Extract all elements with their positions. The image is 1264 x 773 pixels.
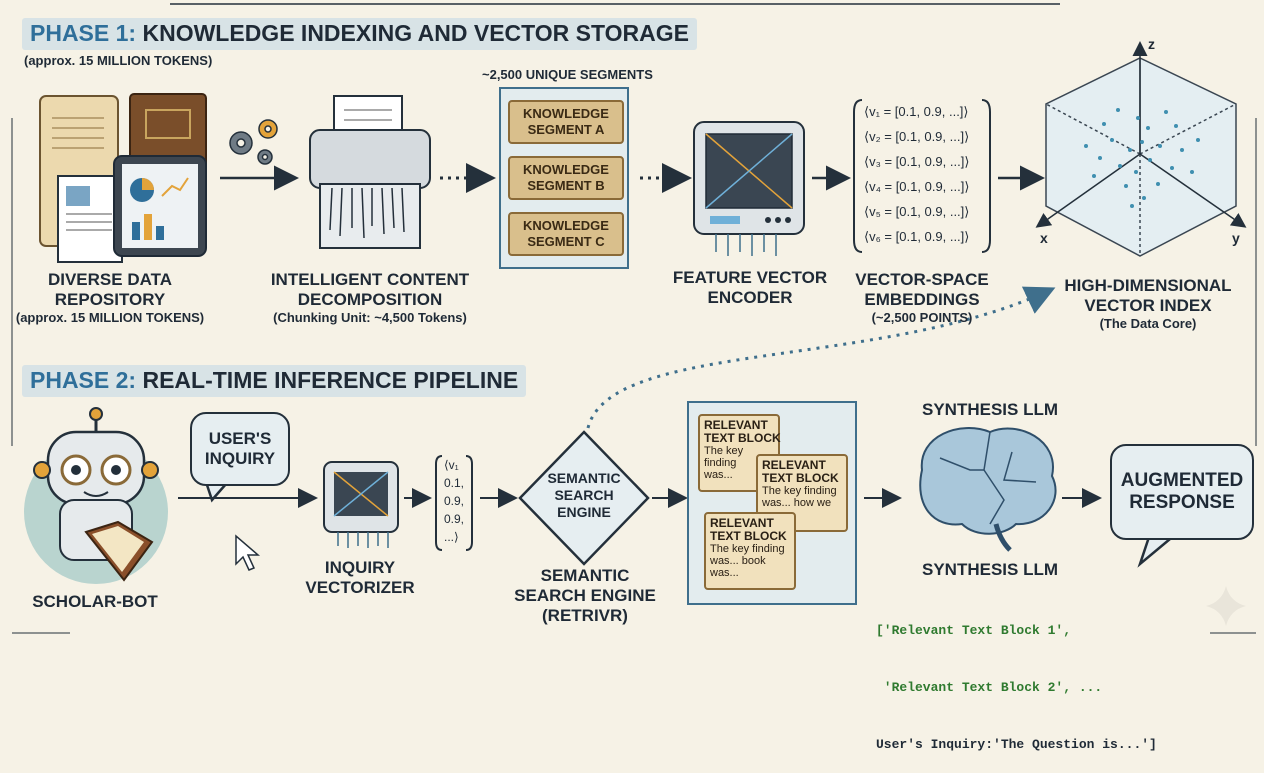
vector-index-title-line2: VECTOR INDEX — [1084, 296, 1212, 316]
scholar-bot-label: SCHOLAR-BOT — [20, 592, 170, 612]
decomposition-subtitle: (Chunking Unit: ~4,500 Tokens) — [273, 310, 467, 326]
vectorizer-icon — [323, 461, 399, 548]
vector-index-title-line1: HIGH-DIMENSIONAL — [1064, 276, 1232, 295]
vector-cube-icon — [1035, 41, 1247, 257]
knowledge-segment-c: KNOWLEDGE SEGMENT C — [508, 212, 624, 256]
repository-title-line1: DIVERSE DATA — [47, 270, 173, 289]
shredder-icon — [309, 95, 431, 249]
embedding-v2: ⟨v₂ = [0.1, 0.9, ...]⟩ — [864, 129, 970, 144]
unique-segments-label: ~2,500 UNIQUE SEGMENTS — [482, 67, 653, 82]
repository-subtitle: (approx. 15 MILLION TOKENS) — [15, 310, 205, 326]
repository-title-line2: REPOSITORY — [54, 290, 166, 310]
prompt-line-1: ['Relevant Text Block 1', — [876, 623, 1072, 638]
augmented-response-bubble: AUGMENTED RESPONSE — [1110, 444, 1254, 540]
phase1-title: PHASE 1: KNOWLEDGE INDEXING AND VECTOR S… — [22, 18, 697, 50]
embedding-v1: ⟨v₁ = [0.1, 0.9, ...]⟩ — [864, 104, 969, 119]
gears-icon — [229, 119, 278, 165]
vectorizer-title-line1: INQUIRY — [324, 558, 396, 577]
relevant-text-block-3: RELEVANT TEXT BLOCK The key finding was.… — [704, 512, 796, 590]
phase1-title-text: KNOWLEDGE INDEXING AND VECTOR STORAGE — [142, 20, 689, 46]
query-right-bracket — [465, 455, 473, 551]
query-vector-values: ⟨v₁ 0.1, 0.9, 0.9, ...⟩ — [444, 458, 465, 544]
search-engine-title-line3: (RETRIVR) — [542, 606, 628, 626]
llm-top-text: SYNTHESIS LLM — [921, 400, 1058, 419]
search-engine-label: SEMANTIC SEARCH ENGINE (RETRIVR) — [500, 566, 670, 626]
encoder-label: FEATURE VECTOR ENCODER — [670, 268, 830, 308]
embeddings-right-bracket — [981, 99, 991, 253]
knowledge-segment-a: KNOWLEDGE SEGMENT A — [508, 100, 624, 144]
semantic-search-engine-diamond — [518, 430, 650, 566]
brain-icon — [919, 427, 1057, 552]
inquiry-bubble-text: USER'S INQUIRY — [204, 429, 276, 468]
response-bubble-tail — [1137, 533, 1177, 568]
block-2-title: RELEVANT TEXT BLOCK — [762, 458, 839, 485]
embeddings-left-bracket — [853, 99, 863, 253]
decomposition-title-line1: INTELLIGENT CONTENT — [270, 270, 470, 289]
vector-cloud — [1084, 108, 1200, 208]
search-engine-title-line2: SEARCH ENGINE — [514, 586, 656, 606]
relevant-text-block-1: RELEVANT TEXT BLOCK The key finding was.… — [698, 414, 781, 492]
response-text: AUGMENTED RESPONSE — [1120, 470, 1244, 513]
data-repository-icon — [39, 93, 207, 263]
block-3-title: RELEVANT TEXT BLOCK — [710, 516, 787, 543]
embedding-v4: ⟨v₄ = [0.1, 0.9, ...]⟩ — [864, 179, 970, 194]
prompt-line-2: 'Relevant Text Block 2', ... — [876, 680, 1103, 695]
decomposition-title-line2: DECOMPOSITION — [297, 290, 443, 310]
block-1-title: RELEVANT TEXT BLOCK — [704, 418, 781, 445]
vectorizer-label: INQUIRY VECTORIZER — [300, 558, 420, 598]
repository-label: DIVERSE DATA REPOSITORY (approx. 15 MILL… — [10, 270, 210, 325]
sparkle-icon — [1206, 586, 1246, 626]
phase2-number: PHASE 2: — [30, 367, 137, 393]
arrow-engine-to-index — [586, 286, 1056, 429]
llm-prompt: ['Relevant Text Block 1', 'Relevant Text… — [876, 583, 1157, 773]
phase1-number: PHASE 1: — [30, 20, 137, 46]
llm-bottom-text: SYNTHESIS LLM — [921, 560, 1058, 579]
vectorizer-title-line2: VECTORIZER — [305, 578, 415, 598]
engine-diamond-text: SEMANTIC SEARCH ENGINE — [547, 470, 621, 520]
axis-z-label: z — [1148, 36, 1155, 52]
phase2-title-text: REAL-TIME INFERENCE PIPELINE — [142, 367, 519, 393]
users-inquiry-bubble: USER'S INQUIRY — [190, 412, 290, 486]
segment-a-text: KNOWLEDGE SEGMENT A — [523, 106, 609, 137]
embeddings-label: VECTOR-SPACE EMBEDDINGS (~2,500 POINTS) — [842, 270, 1002, 325]
prompt-line-3: User's Inquiry:'The Question is...'] — [876, 737, 1157, 752]
vector-index-subtitle: (The Data Core) — [1099, 316, 1197, 332]
synthesis-llm-top-label: SYNTHESIS LLM — [900, 400, 1080, 420]
knowledge-segment-b: KNOWLEDGE SEGMENT B — [508, 156, 624, 200]
query-left-bracket — [435, 455, 443, 551]
embeddings-subtitle: (~2,500 POINTS) — [871, 310, 973, 326]
segment-c-text: KNOWLEDGE SEGMENT C — [523, 218, 609, 249]
encoder-title-line2: ENCODER — [707, 288, 793, 308]
scholar-bot-text: SCHOLAR-BOT — [32, 592, 158, 611]
encoder-icon — [693, 121, 805, 256]
axis-x-label: x — [1040, 230, 1048, 246]
inquiry-bubble-tail — [204, 481, 227, 503]
encoder-title-line1: FEATURE VECTOR — [672, 268, 828, 287]
block-3-body: The key finding was... book was... — [710, 543, 785, 579]
vector-index-label: HIGH-DIMENSIONAL VECTOR INDEX (The Data … — [1048, 276, 1248, 331]
block-1-body: The key finding was... — [704, 445, 744, 481]
embedding-v5: ⟨v₅ = [0.1, 0.9, ...]⟩ — [864, 204, 970, 219]
mouse-cursor-icon — [235, 534, 261, 571]
scholar-bot-icon — [24, 407, 168, 584]
embeddings-title-line1: VECTOR-SPACE — [855, 270, 989, 289]
phase1-token-note: (approx. 15 MILLION TOKENS) — [24, 53, 213, 68]
embedding-v3: ⟨v₃ = [0.1, 0.9, ...]⟩ — [864, 154, 970, 169]
relevant-text-block-2: RELEVANT TEXT BLOCK The key finding was.… — [756, 454, 848, 532]
axis-y-label: y — [1232, 230, 1240, 246]
embeddings-title-line2: EMBEDDINGS — [864, 290, 980, 310]
embedding-v6: ⟨v₆ = [0.1, 0.9, ...]⟩ — [864, 229, 970, 244]
decomposition-label: INTELLIGENT CONTENT DECOMPOSITION (Chunk… — [250, 270, 490, 325]
segment-b-text: KNOWLEDGE SEGMENT B — [523, 162, 609, 193]
search-engine-title-line1: SEMANTIC — [540, 566, 630, 585]
synthesis-llm-bottom-label: SYNTHESIS LLM — [900, 560, 1080, 580]
phase2-title: PHASE 2: REAL-TIME INFERENCE PIPELINE — [22, 365, 527, 397]
